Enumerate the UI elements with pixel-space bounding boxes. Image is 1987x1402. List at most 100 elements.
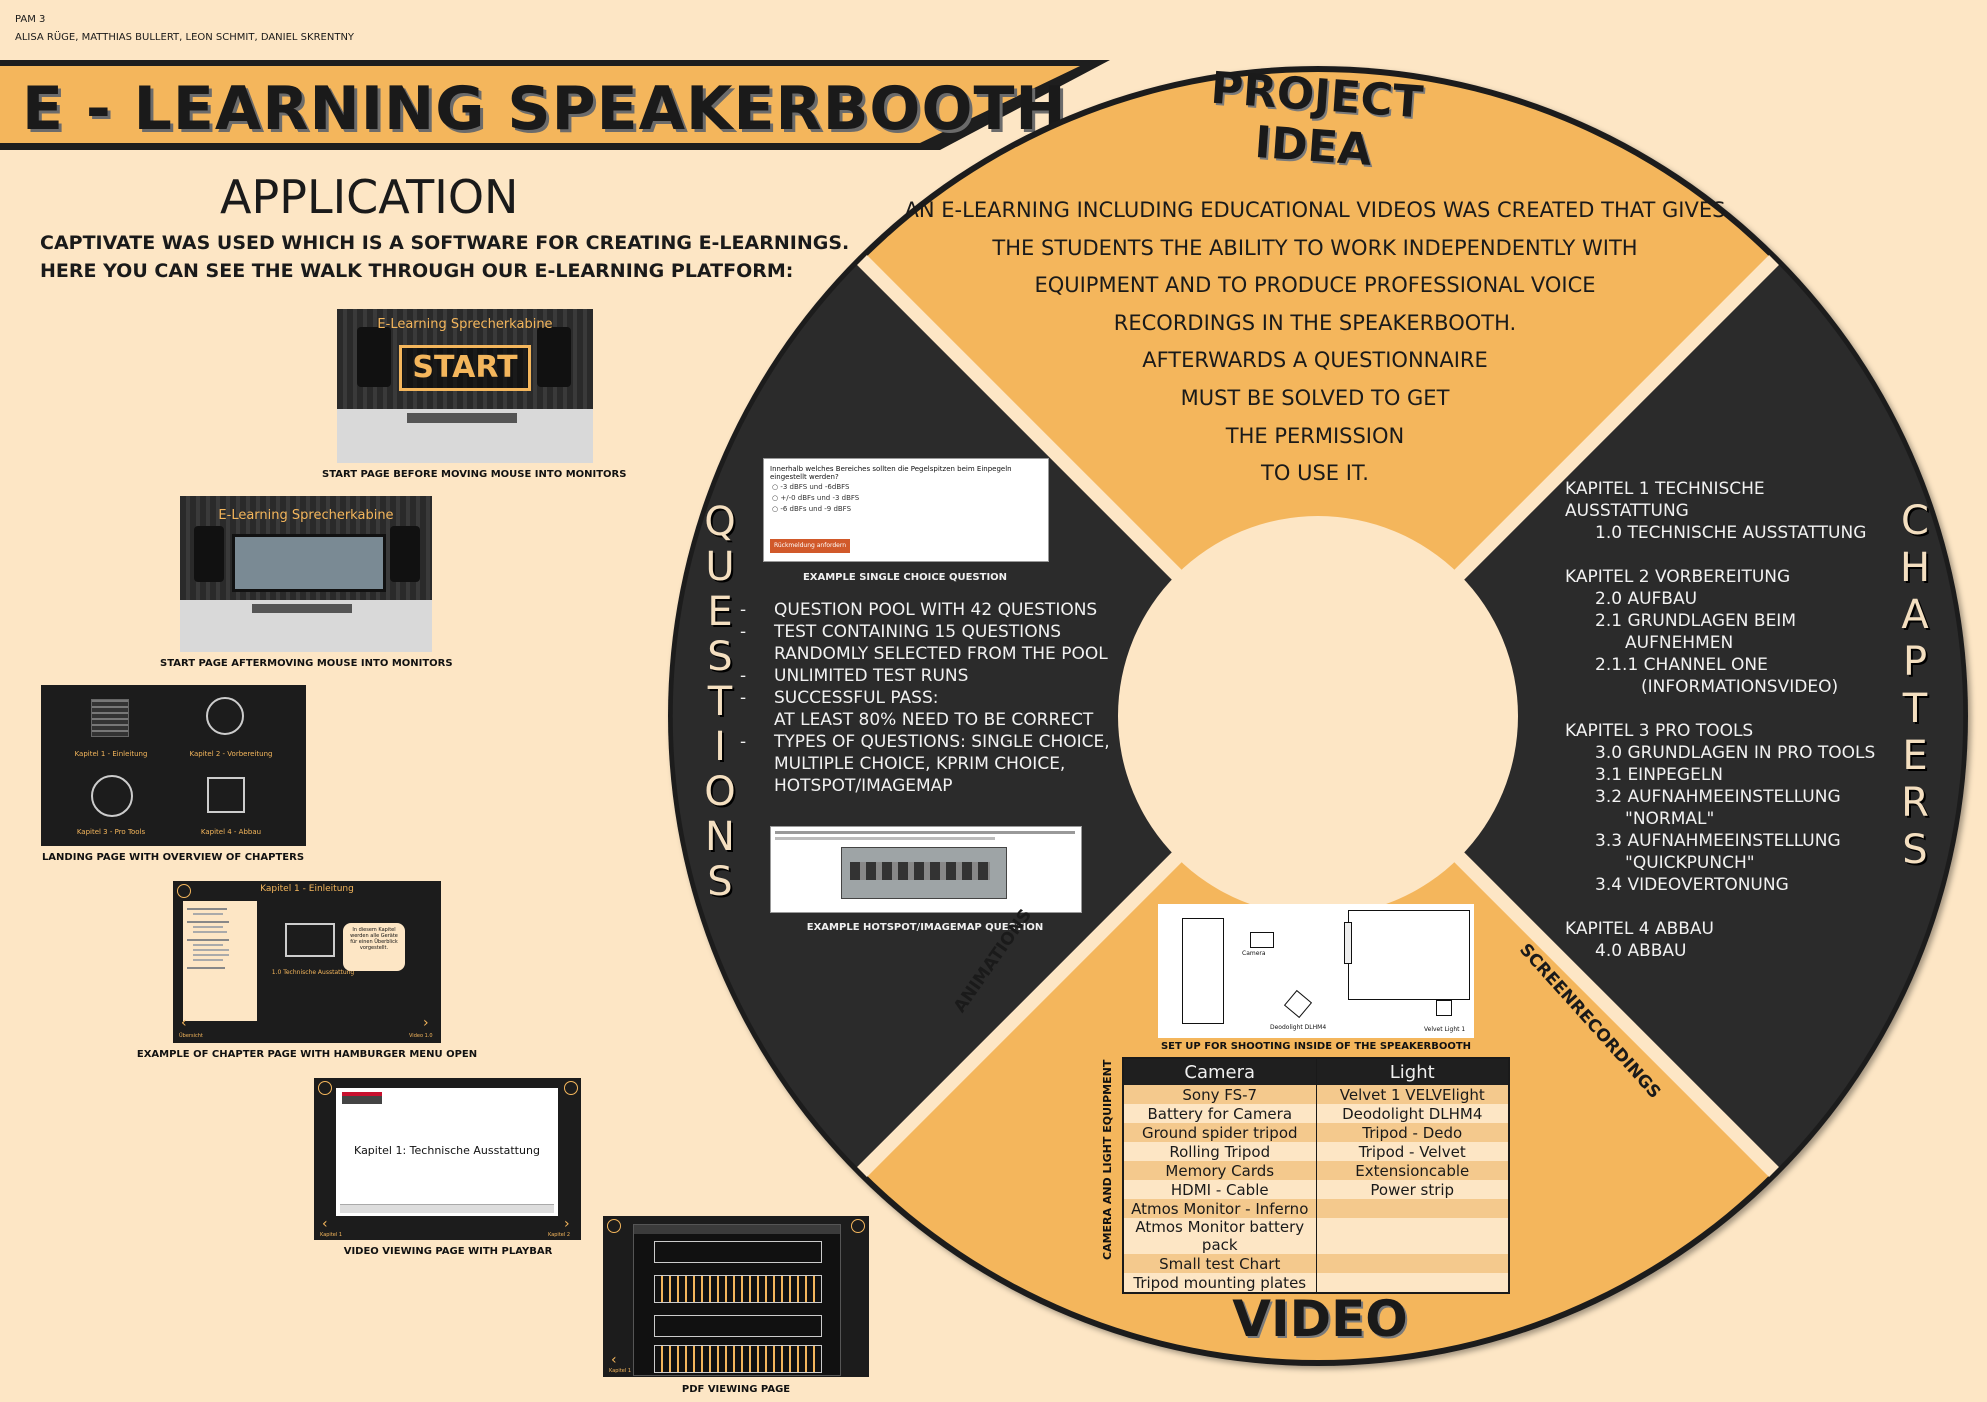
chapter-spacer (1565, 698, 1885, 720)
video-thumbnail[interactable] (285, 923, 335, 957)
equipment-light-cell (1316, 1254, 1508, 1273)
questions-label-letter: U (705, 544, 735, 590)
hamburger-menu-panel[interactable] (183, 901, 257, 1021)
pdf-viewer[interactable] (633, 1224, 841, 1376)
feedback-button[interactable]: Rückmeldung anfordern (770, 539, 850, 553)
chapter-heading: KAPITEL 2 VORBEREITUNG (1565, 567, 1791, 587)
equipment-camera-cell: Atmos Monitor battery pack (1124, 1218, 1317, 1254)
poster-title: E - LEARNING SPEAKERBOOTH (22, 74, 1067, 144)
answer-option-text: -3 dBFS und -6dBFS (780, 483, 850, 491)
bullet-dash (740, 643, 774, 665)
chapter-item: 2.1.1 CHANNEL ONE (1595, 655, 1768, 675)
chapter-item: 1.0 TECHNISCHE AUSSTATTUNG (1595, 523, 1867, 543)
questions-label-letter: N (705, 814, 735, 860)
equipment-light-cell: Deodolight DLHM4 (1316, 1104, 1508, 1123)
caption-single-choice: EXAMPLE SINGLE CHOICE QUESTION (802, 572, 1008, 583)
nav-left-label: Kapitel 1 (320, 1232, 343, 1238)
start-overlay-title: E-Learning Sprecherkabine (377, 317, 553, 332)
setup-light2-label: Velvet Light 1 (1424, 1026, 1466, 1033)
chapter-item: 3.0 GRUNDLAGEN IN PRO TOOLS (1595, 743, 1876, 763)
bullet-dash: - (740, 666, 747, 686)
light-icon (1436, 1000, 1452, 1016)
bullet-text: MULTIPLE CHOICE, KPRIM CHOICE, (774, 754, 1066, 774)
chapters-label-letter: C (1901, 498, 1929, 544)
tile-label-3: Kapitel 3 - Pro Tools (76, 828, 146, 836)
chapter-1-icon[interactable] (91, 699, 129, 737)
setup-light1-label: Deodolight DLHM4 (1270, 1024, 1327, 1031)
equipment-row: Tripod mounting plates (1124, 1273, 1508, 1292)
questions-label-letter: S (707, 634, 733, 680)
project-idea-line: MUST BE SOLVED TO GET (1180, 385, 1450, 410)
nav-left-arrow[interactable]: ‹ (611, 1352, 617, 1368)
screenshot-chapter-page: Kapitel 1 - Einleitung 1.0 Technische Au… (173, 881, 441, 1043)
device-image[interactable] (841, 847, 1007, 899)
chapter-item: 4.0 ABBAU (1595, 941, 1687, 961)
bullet-text: UNLIMITED TEST RUNS (774, 666, 969, 686)
equipment-header-light: Light (1316, 1059, 1508, 1085)
equipment-camera-cell: Battery for Camera (1124, 1104, 1317, 1123)
answer-option[interactable]: ○ +/-0 dBFs und -3 dBFS (772, 494, 860, 502)
camera-icon (1250, 932, 1274, 948)
hamburger-icon[interactable] (177, 884, 191, 898)
setup-diagram: Camera Deodolight DLHM4 Velvet Light 1 (1158, 904, 1474, 1038)
chapter-item: 2.1 GRUNDLAGEN BEIM (1595, 611, 1796, 631)
chapter-item: 2.0 AUFBAU (1595, 589, 1698, 609)
equipment-camera-cell: HDMI - Cable (1124, 1180, 1317, 1199)
video-playbar[interactable] (340, 1204, 554, 1213)
equipment-light-cell: Power strip (1316, 1180, 1508, 1199)
nav-left-arrow[interactable]: ‹ (322, 1216, 328, 1232)
bullet-text: RANDOMLY SELECTED FROM THE POOL (774, 644, 1108, 664)
equipment-light-cell: Tripod - Velvet (1316, 1142, 1508, 1161)
home-icon[interactable] (851, 1219, 865, 1233)
video-player[interactable]: Kapitel 1: Technische Ausstattung (336, 1088, 558, 1216)
nav-right-arrow[interactable]: › (423, 1015, 429, 1031)
question-bullet: HOTSPOT/IMAGEMAP (740, 775, 1120, 797)
answer-option[interactable]: ○ -6 dBFs und -9 dBFS (772, 505, 852, 513)
equipment-light-cell: Tripod - Dedo (1316, 1123, 1508, 1142)
nav-right-arrow[interactable]: › (564, 1216, 570, 1232)
answer-option[interactable]: ○ -3 dBFS und -6dBFS (772, 483, 850, 491)
group-label: PAM 3 (15, 14, 46, 25)
chapter-3-icon[interactable] (91, 775, 133, 817)
bullet-text: HOTSPOT/IMAGEMAP (774, 776, 953, 796)
equipment-light-cell: Velvet 1 VELVElight (1316, 1085, 1508, 1104)
chapter-item: "QUICKPUNCH" (1625, 853, 1755, 873)
headset-icon[interactable] (206, 697, 244, 735)
single-choice-question-text: Innerhalb welches Bereiches sollten die … (770, 465, 1012, 481)
chapter-heading: KAPITEL 4 ABBAU (1565, 919, 1714, 939)
hamburger-icon[interactable] (318, 1081, 332, 1095)
chapter-item: 3.2 AUFNAHMEEINSTELLUNG (1595, 787, 1841, 807)
equipment-row: Small test Chart (1124, 1254, 1508, 1273)
nav-right-label: Video 1.0 (409, 1033, 433, 1039)
questions-label-letter: I (714, 724, 726, 770)
equipment-light-cell (1316, 1218, 1508, 1254)
bullet-text: AT LEAST 80% NEED TO BE CORRECT (774, 710, 1094, 730)
question-bullet: -QUESTION POOL WITH 42 QUESTIONS (740, 599, 1120, 621)
nav-left-arrow[interactable]: ‹ (181, 1015, 187, 1031)
single-choice-question-screenshot: Innerhalb welches Bereiches sollten die … (763, 458, 1049, 562)
screenshot-pdf-page: ‹ Kapitel 1 (603, 1216, 869, 1377)
questions-label-letter: S (707, 859, 733, 905)
equipment-camera-cell: Ground spider tripod (1124, 1123, 1317, 1142)
question-bullet: -SUCCESSFUL PASS: (740, 687, 1120, 709)
caption-chapter-page: EXAMPLE OF CHAPTER PAGE WITH HAMBURGER M… (136, 1049, 478, 1060)
chapter-item: 3.4 VIDEOVERTONUNG (1595, 875, 1789, 895)
hover-overlay-title: E-Learning Sprecherkabine (218, 508, 394, 523)
box-icon[interactable] (207, 777, 245, 813)
screenshot-video-page: Kapitel 1: Technische Ausstattung ‹ Kapi… (314, 1078, 581, 1240)
equipment-light-cell (1316, 1199, 1508, 1218)
bullet-dash (740, 775, 774, 797)
home-icon[interactable] (564, 1081, 578, 1095)
hamburger-icon[interactable] (607, 1219, 621, 1233)
equipment-camera-cell: Small test Chart (1124, 1254, 1317, 1273)
start-button[interactable]: START (399, 345, 531, 391)
questions-bullets: -QUESTION POOL WITH 42 QUESTIONS-TEST CO… (740, 599, 1120, 797)
equipment-row: Atmos Monitor - Inferno (1124, 1199, 1508, 1218)
chapter-item: "NORMAL" (1625, 809, 1715, 829)
tile-label-1: Kapitel 1 - Einleitung (74, 750, 148, 758)
